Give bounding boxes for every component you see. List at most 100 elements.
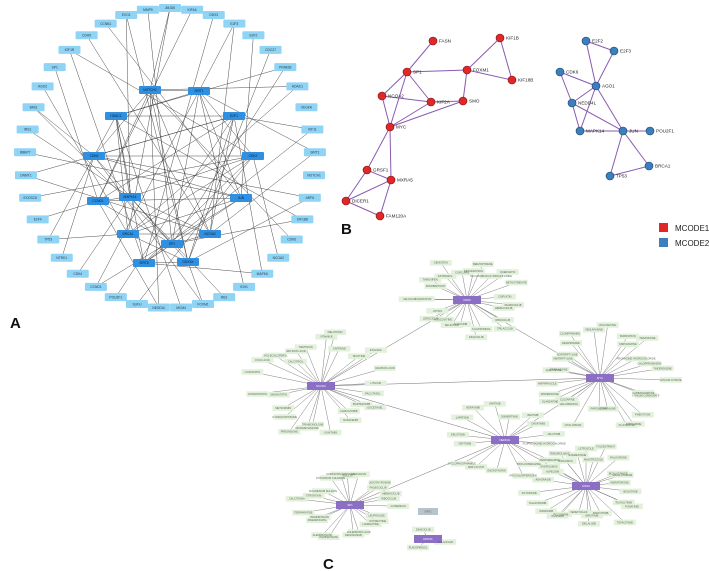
drug-node [412, 296, 435, 302]
drug-node [608, 479, 631, 486]
network-a-node [43, 63, 66, 72]
drug-node [368, 479, 391, 486]
drug-node-label: ABIRATERONE [610, 481, 629, 485]
network-c-edge [330, 477, 351, 506]
drug-node-label: PALBOCICLIB [370, 486, 387, 490]
network-a-edge [126, 14, 131, 198]
drug-node-label: PROCHLORPERAZINE [509, 474, 537, 478]
drug-node-label: BARICITINIB [593, 511, 609, 515]
drug-node [607, 454, 630, 461]
drug-node [419, 315, 442, 322]
network-c-edge [599, 377, 608, 409]
drug-node [451, 269, 474, 276]
legend: MCODE1 MCODE2 [659, 223, 709, 248]
network-c-edge [585, 446, 606, 487]
network-a-node [84, 282, 107, 291]
mcode1-node-label: FAM120A [386, 214, 407, 219]
network-a-node-label: CDC27 [265, 48, 276, 52]
network-a-hub-label: DDX3X [183, 260, 195, 264]
drug-node [267, 391, 290, 398]
network-c-edge [599, 377, 627, 426]
network-a-edge [129, 196, 189, 263]
network-a-node-label: NCOA2 [273, 256, 285, 260]
network-a-node [213, 293, 236, 302]
network-a-edge [149, 7, 171, 91]
drug-node [518, 490, 541, 496]
network-a-node-label: E2F3 [230, 22, 238, 26]
drug-node [485, 467, 508, 474]
gene-hub-node [414, 535, 442, 543]
network-a-node-label: RB1 [221, 295, 228, 299]
drug-node-label: POTASSIUM CHLORIDE [316, 476, 345, 480]
network-a-hub-node [133, 259, 155, 267]
drug-node-label: PALBOCICLIB [505, 303, 522, 307]
network-a-edge [33, 107, 95, 157]
network-a-hub-label: CCND1 [92, 199, 104, 203]
drug-node [273, 414, 296, 420]
network-a-node [303, 171, 326, 180]
network-c-edge [504, 415, 533, 441]
network-a-node [147, 303, 170, 312]
mcode1-node [375, 211, 385, 221]
network-a-edge [48, 233, 129, 240]
drug-node [373, 365, 396, 371]
drug-node [527, 421, 550, 427]
network-c-edge [572, 377, 601, 426]
network-a-node [202, 10, 225, 19]
drug-node-label: ADAGRASIB [535, 478, 550, 482]
network-a-edge [136, 155, 254, 305]
drug-node-label: TALAZOPARIB [529, 501, 547, 505]
drug-node-label: DASATINIB [531, 422, 545, 426]
drug-node [613, 519, 636, 526]
drug-node-label: OSIMERTINIB [501, 415, 518, 419]
drug-node-label: CAFFEINE [333, 347, 346, 351]
network-b-edge [379, 179, 392, 217]
gene-hub-node [572, 482, 600, 490]
network-a-edge [93, 155, 310, 198]
network-b-edge [571, 102, 624, 132]
network-a-edge [54, 66, 99, 202]
drug-node [465, 334, 488, 341]
drug-node-label: LEROCICLIB [423, 317, 439, 321]
network-c-edge [557, 485, 587, 516]
network-a-edge [209, 152, 316, 235]
network-a-node [259, 45, 282, 54]
network-a-edge [93, 115, 235, 157]
network-a-hub-label: CDK6 [90, 154, 99, 158]
mcode1-node [507, 75, 517, 85]
legend-swatch-mcode2 [659, 238, 668, 247]
network-a-node [22, 103, 45, 112]
drug-node-label: VITAMIN E [320, 335, 333, 339]
mcode1-node-label: MXRA5 [397, 178, 413, 183]
network-c-edge [295, 361, 322, 387]
gene-hub-label: MYC [597, 376, 603, 380]
network-a-edge [25, 152, 242, 199]
drug-node [582, 456, 605, 463]
network-b-edge [345, 200, 381, 217]
network-a-hub-node [87, 197, 109, 205]
drug-node-label: RUXOLITINIB [616, 500, 633, 504]
drug-node-label: CALCITONIN [289, 497, 305, 501]
drug-node [312, 488, 335, 494]
network-c-edge [451, 299, 468, 326]
drug-node-label: MIRTAZAPINE [619, 342, 636, 346]
drug-node [547, 367, 570, 373]
network-b-edge [595, 50, 615, 87]
mcode1-node-label: FOXM1 [473, 68, 489, 73]
drug-node-label: TRIFLUOPERAZINE [517, 462, 541, 466]
network-b-edge [345, 169, 368, 202]
network-a-hub-label: SP1 [169, 242, 175, 246]
network-b-edge [571, 102, 581, 132]
network-a-node [14, 171, 37, 180]
network-a-hub-node [199, 230, 221, 238]
drug-node [612, 499, 635, 506]
drug-node-label: TAMOXIFEN [423, 278, 438, 282]
drug-node [631, 411, 654, 418]
network-c-edge [322, 504, 351, 536]
network-a-hub-node [83, 152, 105, 160]
drug-node [451, 414, 474, 421]
network-a-edge [33, 107, 173, 245]
drug-node-label: LETROZOLE [578, 446, 594, 450]
gene-hub-node [453, 296, 481, 304]
drug-node [498, 414, 521, 420]
